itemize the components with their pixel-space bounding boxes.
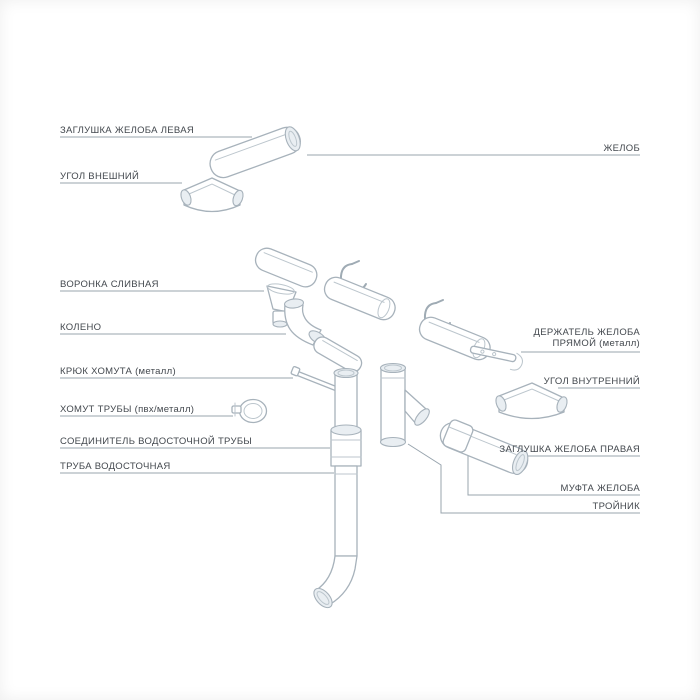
label-gutter: ЖЕЛОБ: [603, 143, 640, 154]
leader-lines: [60, 136, 640, 514]
label-pipe-clamp: ХОМУТ ТРУБЫ (пвх/металл): [60, 404, 195, 415]
label-gutter-coupling: МУФТА ЖЕЛОБА: [560, 483, 640, 494]
label-funnel: ВОРОНКА СЛИВНАЯ: [60, 279, 159, 290]
label-corner-internal: УГОЛ ВНУТРЕННИЙ: [543, 376, 640, 387]
part-tee: [379, 362, 430, 448]
part-pipe-diagonal: [313, 336, 363, 373]
part-downpipe-top: [333, 367, 359, 431]
part-corner-internal: [495, 382, 568, 420]
label-corner-external: УГОЛ ВНЕШНИЙ: [60, 171, 140, 182]
label-gutter-holder-straight: ДЕРЖАТЕЛЬ ЖЕЛОБА ПРЯМОЙ (металл): [533, 327, 640, 349]
leader-tee: [407, 443, 640, 514]
part-gutter-coupling: [442, 419, 474, 453]
label-downpipe: ТРУБА ВОДОСТОЧНАЯ: [60, 461, 171, 472]
label-downpipe-connector: СОЕДИНИТЕЛЬ ВОДОСТОЧНОЙ ТРУБЫ: [60, 436, 253, 447]
part-downpipe-connector: [330, 424, 362, 467]
part-gutter-holder-straight: [469, 345, 523, 371]
label-gutter-endcap-right: ЗАГЛУШКА ЖЕЛОБА ПРАВАЯ: [499, 444, 640, 455]
label-gutter-endcap-left: ЗАГЛУШКА ЖЕЛОБА ЛЕВАЯ: [60, 125, 194, 136]
part-corner-external: [180, 177, 244, 213]
part-gutter-with-left-endcap: [209, 126, 301, 179]
label-tee: ТРОЙНИК: [592, 501, 640, 512]
label-elbow: КОЛЕНО: [60, 322, 102, 333]
part-downpipe-main: [313, 465, 358, 609]
part-gutter-segment-middle: [323, 276, 396, 321]
part-pipe-clamp: [231, 398, 268, 424]
label-clamp-hook: КРЮК ХОМУТА (металл): [60, 366, 176, 377]
leader-gutter-coupling: [467, 454, 640, 496]
